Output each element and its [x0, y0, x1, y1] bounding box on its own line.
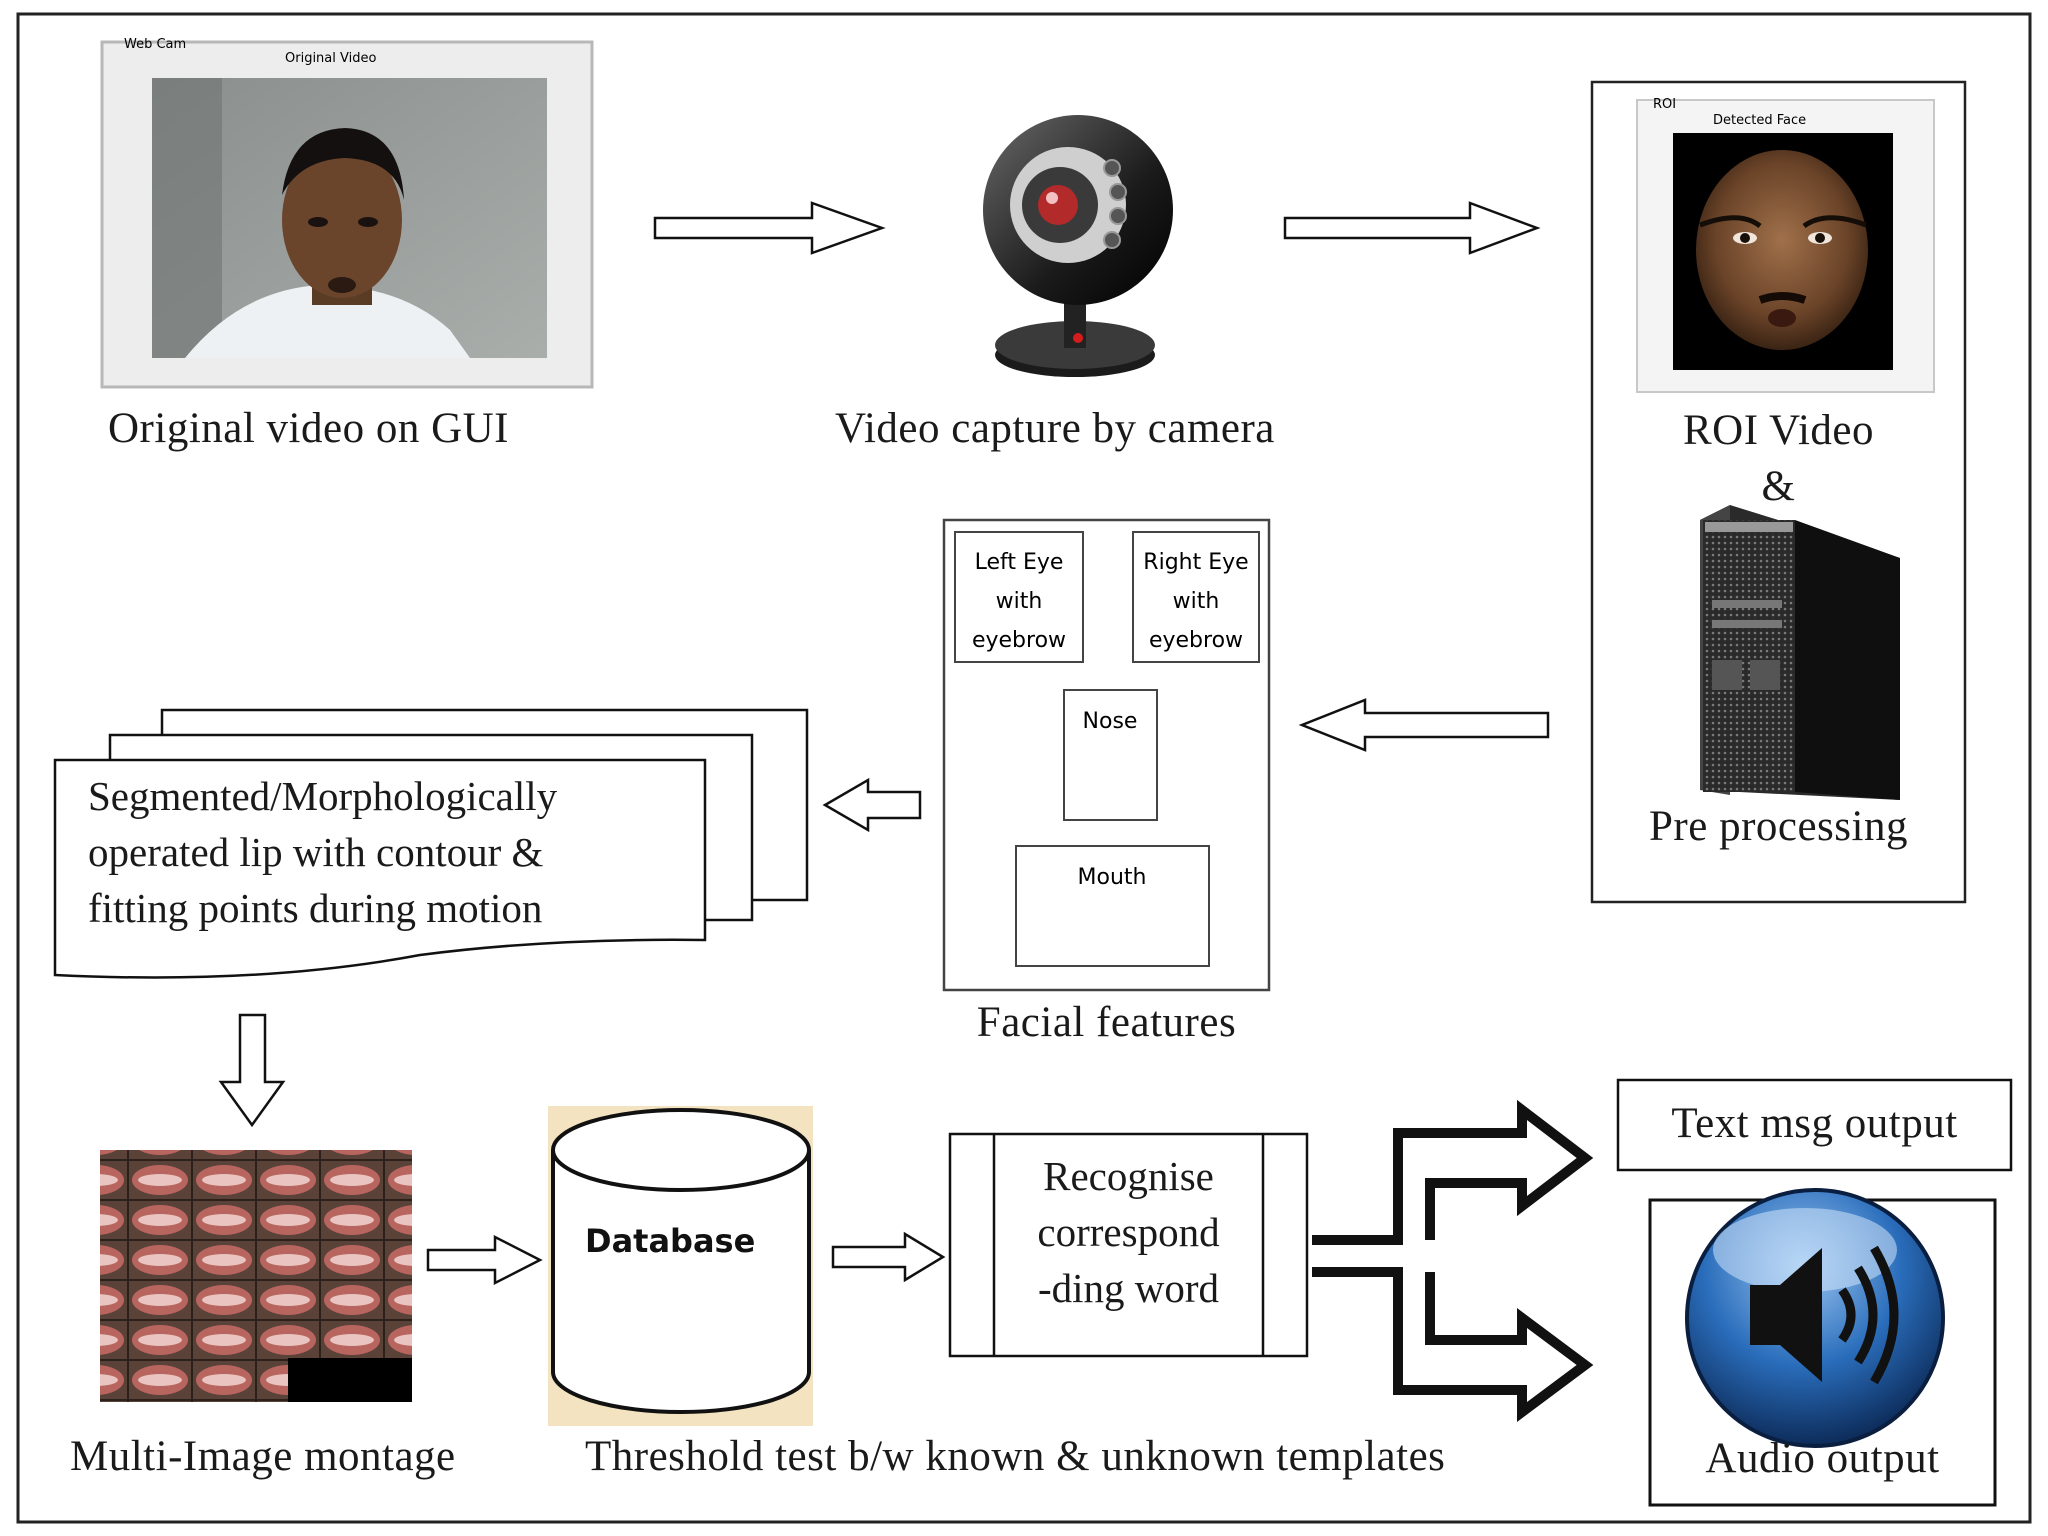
webcam-gui-panel — [100, 40, 594, 389]
recognise-line-3: -ding word — [1037, 1265, 1220, 1311]
arrow-montage-to-database — [426, 1234, 543, 1286]
person-shirt — [185, 285, 470, 358]
recognise-line-2: correspond — [1037, 1209, 1220, 1255]
arrow-camera-to-roi — [1283, 201, 1541, 255]
person-face — [282, 142, 402, 298]
mouth-label: Mouth — [1078, 865, 1147, 890]
segmented-line-1: Segmented/Morphologically — [88, 773, 558, 819]
caption-pre-processing: Pre processing — [1649, 803, 1908, 850]
webcam-group-label: Web Cam — [124, 37, 186, 52]
segmented-line-2: operated lip with contour & — [88, 829, 544, 875]
arrow-segmented-to-montage — [218, 1013, 286, 1128]
left-eye-line-1: Left Eye — [975, 550, 1064, 575]
caption-roi-ampersand: & — [1761, 463, 1796, 510]
roi-panel-title: Detected Face — [1713, 113, 1806, 128]
segmented-text: Segmented/Morphologically operated lip w… — [88, 768, 557, 936]
roi-group-label: ROI — [1653, 97, 1676, 112]
caption-threshold: Threshold test b/w known & unknown templ… — [585, 1433, 1446, 1480]
caption-roi-video: ROI Video — [1682, 407, 1875, 454]
left-eye-box — [954, 531, 1084, 663]
webcam-device — [983, 115, 1173, 377]
recognise-box — [948, 1132, 1309, 1358]
webcam-panel-title: Original Video — [285, 51, 376, 66]
caption-facial-features: Facial features — [976, 999, 1237, 1046]
segmented-line-3: fitting points during motion — [88, 885, 543, 931]
roi-gui-panel — [1636, 99, 1935, 393]
arrow-to-outputs — [1312, 1099, 1594, 1422]
flow-arrows — [218, 201, 1550, 1286]
arrow-roi-to-features — [1298, 698, 1550, 752]
text-output-label: Text msg output — [1671, 1100, 1958, 1147]
right-eye-box — [1132, 531, 1260, 663]
audio-output-label: Audio output — [1705, 1435, 1940, 1482]
montage-empty-cell — [288, 1358, 412, 1402]
caption-original-video: Original video on GUI — [108, 405, 510, 452]
right-eye-line-2: with — [1173, 589, 1220, 614]
outer-frame — [16, 12, 2032, 1524]
mouth-box — [1015, 845, 1210, 967]
right-eye-line-3: eyebrow — [1149, 628, 1243, 653]
recognise-text: Recognise correspond -ding word — [994, 1148, 1263, 1316]
arrow-gui-to-camera — [653, 201, 886, 255]
nose-label: Nose — [1083, 709, 1138, 734]
facial-features-box — [942, 518, 1271, 992]
recognise-line-1: Recognise — [1043, 1153, 1214, 1199]
database-label: Database — [585, 1222, 755, 1260]
segmented-lip-document-stack — [53, 708, 809, 979]
nose-box — [1063, 689, 1158, 821]
right-eye-line-1: Right Eye — [1143, 550, 1248, 575]
left-eye-line-3: eyebrow — [972, 628, 1066, 653]
desktop-tower-icon — [1700, 505, 1900, 800]
text-output-box — [1616, 1078, 2013, 1172]
caption-video-capture: Video capture by camera — [835, 405, 1275, 452]
speaker-icon — [1685, 1188, 1945, 1448]
left-eye-line-2: with — [996, 589, 1043, 614]
arrow-database-to-recognise — [831, 1231, 946, 1283]
detected-face — [1696, 150, 1868, 350]
database-cylinder — [551, 1108, 811, 1414]
caption-montage: Multi-Image montage — [70, 1433, 456, 1480]
roi-outer-box — [1590, 80, 1967, 904]
arrow-features-to-segmented — [822, 777, 922, 833]
